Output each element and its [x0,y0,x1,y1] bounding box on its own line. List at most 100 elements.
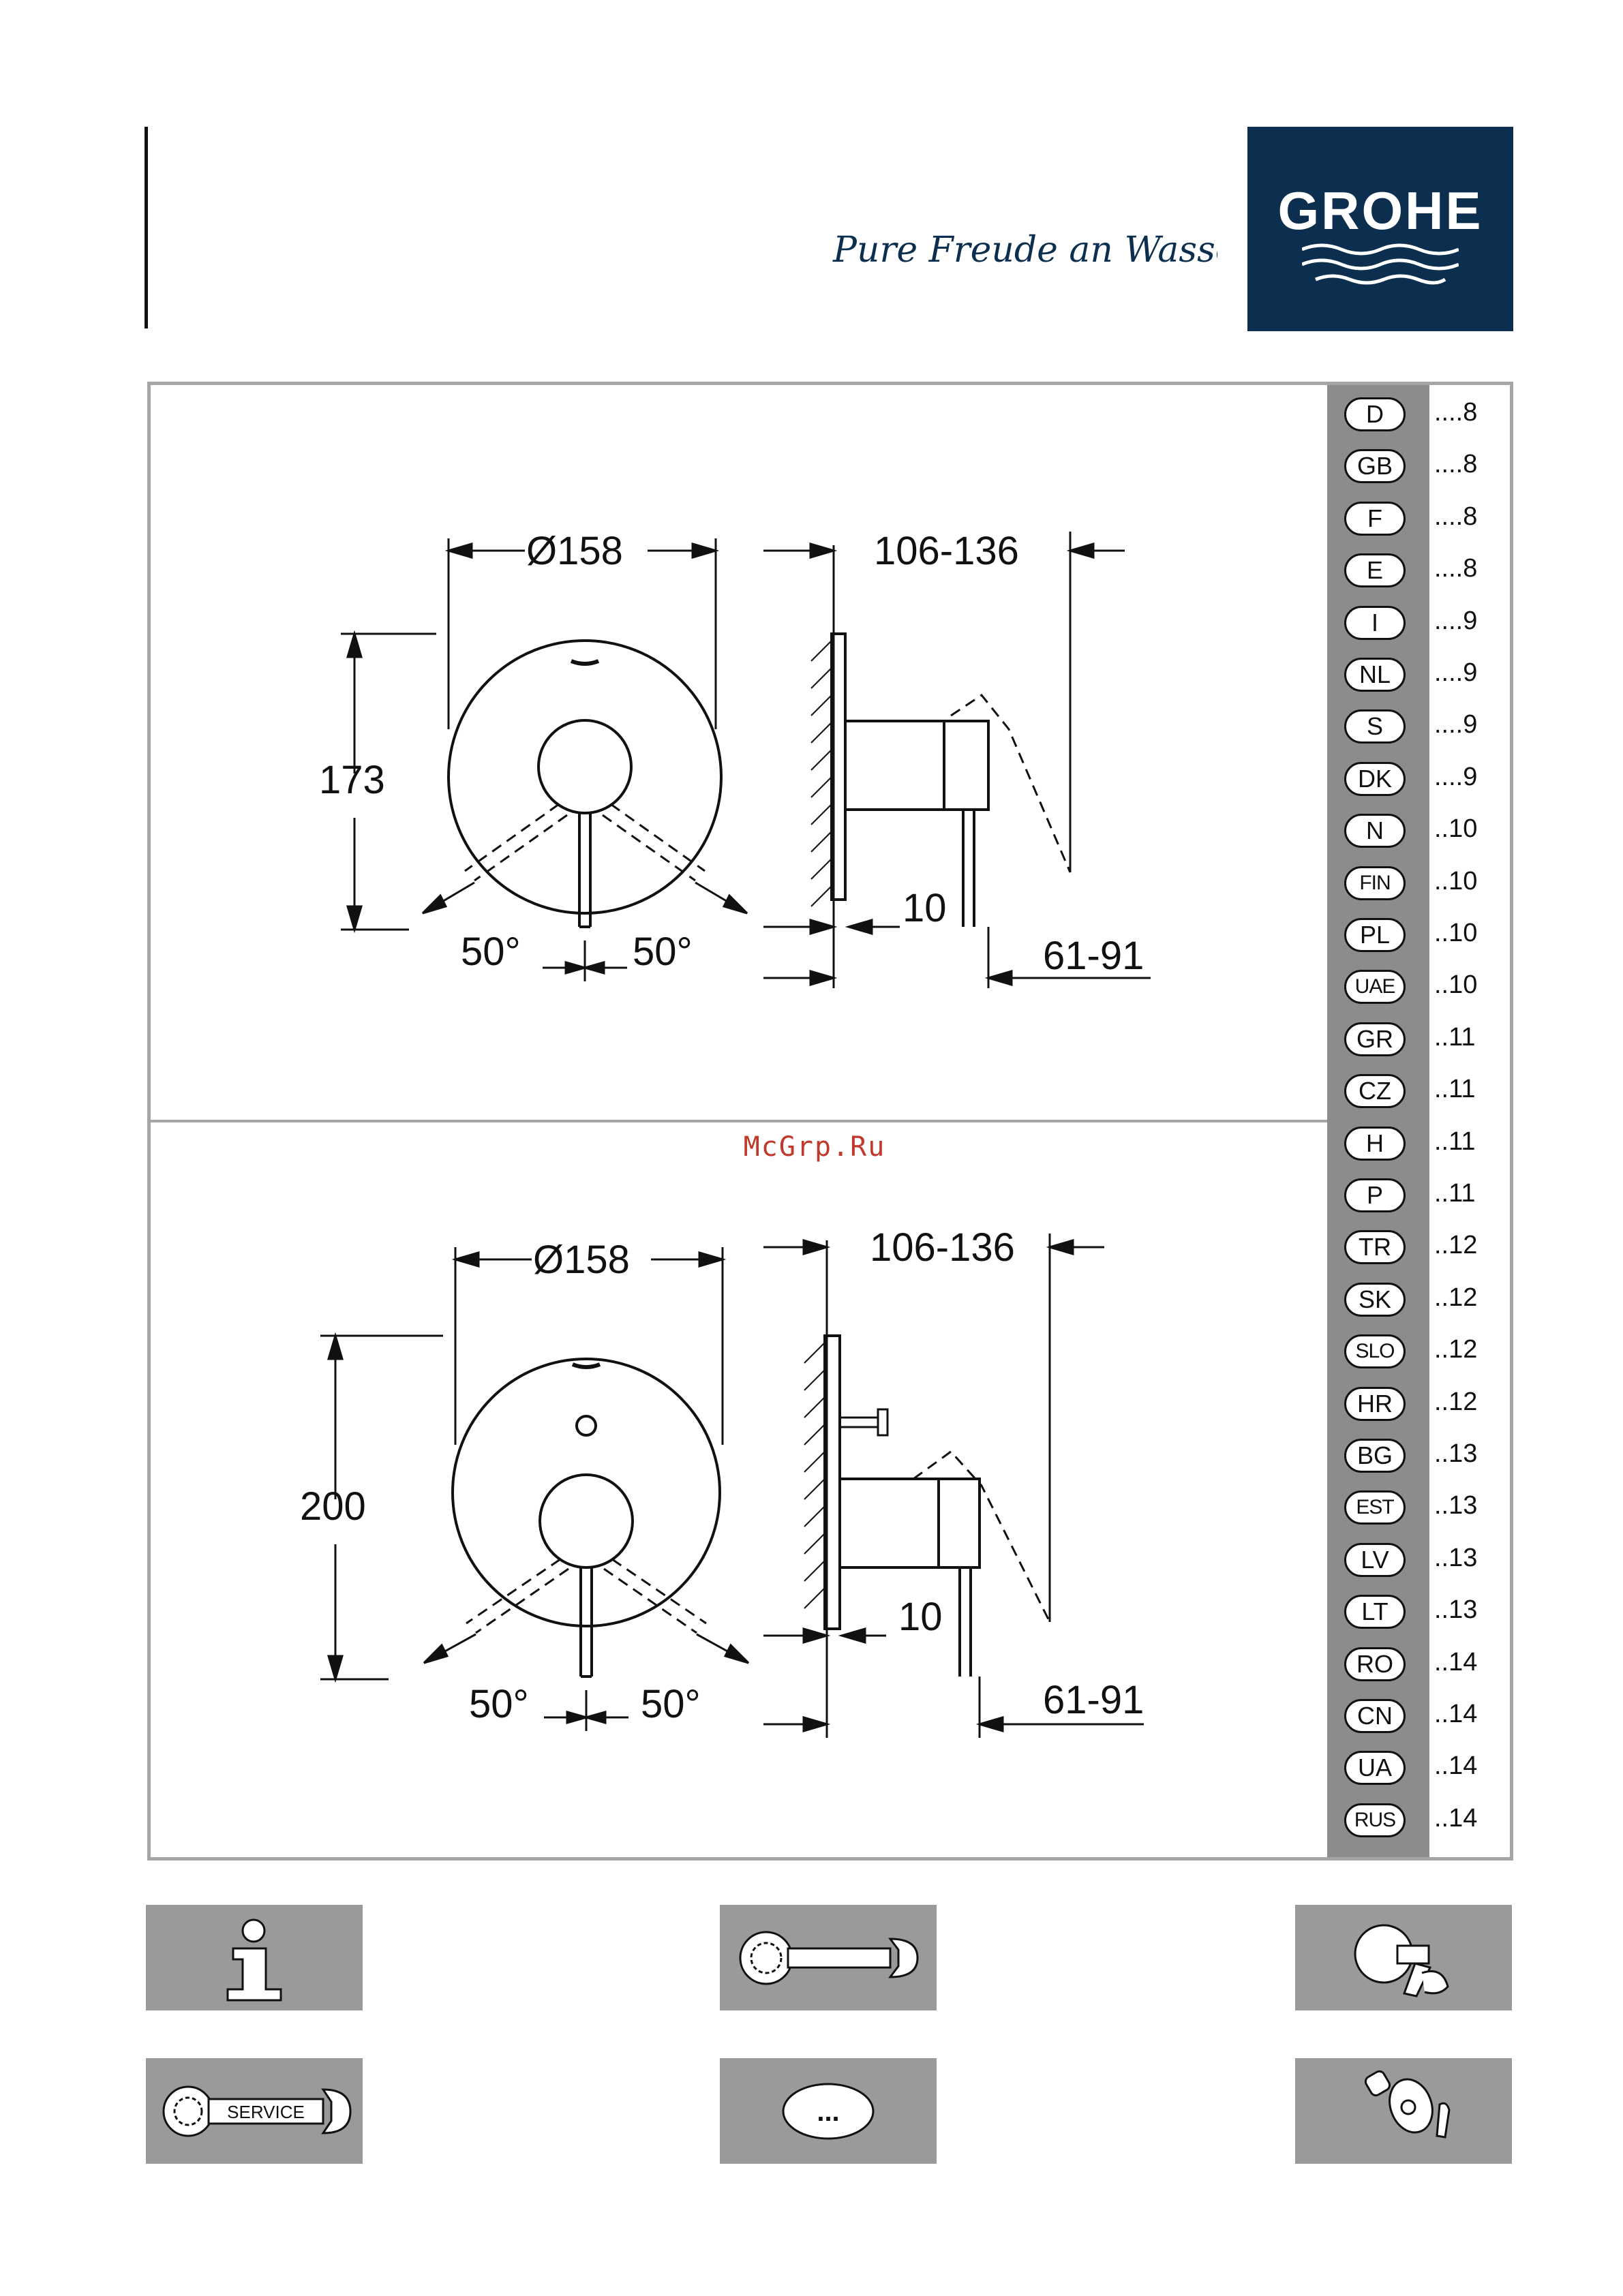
language-row[interactable]: LV ..13 [1344,1540,1508,1580]
svg-text:Pure Freude an Wasser: Pure Freude an Wasser [832,230,1217,271]
language-row[interactable]: H ..11 [1344,1123,1508,1164]
language-code: SK [1344,1282,1406,1317]
language-code: HR [1344,1386,1406,1421]
dim-projection: 61-91 [1043,1678,1144,1722]
language-code: LV [1344,1542,1406,1577]
language-code: LT [1344,1595,1406,1629]
language-page: ..10 [1434,919,1478,947]
language-page: ..12 [1434,1387,1478,1416]
language-code: D [1344,397,1406,431]
language-page: ..10 [1434,970,1478,1000]
language-page: ..13 [1434,1491,1478,1520]
language-page: ..12 [1434,1231,1478,1260]
language-code: FIN [1344,866,1406,900]
language-row[interactable]: GR..11 [1344,1019,1508,1060]
language-page: ....8 [1434,398,1478,427]
svg-text:...: ... [817,2097,839,2127]
language-row[interactable]: F....8 [1344,498,1508,539]
language-row[interactable]: UAE..10 [1344,966,1508,1007]
language-row[interactable]: CN..14 [1344,1696,1508,1736]
language-row[interactable]: UA..14 [1344,1747,1508,1788]
language-code: EST [1344,1490,1406,1525]
language-page: ....8 [1434,450,1478,479]
info-icon [226,1918,282,2002]
svg-text:SERVICE: SERVICE [227,2102,305,2122]
language-page: ..13 [1434,1543,1478,1572]
dim-depth: 106-136 [870,1225,1015,1270]
language-code: SLO [1344,1334,1406,1369]
language-row[interactable]: P ..11 [1344,1175,1508,1216]
service-wrench-icon: SERVICE [162,2085,352,2137]
language-code: N [1344,814,1406,848]
language-row[interactable]: N ..10 [1344,810,1508,851]
dim-depth: 106-136 [874,529,1019,573]
language-row[interactable]: TR..12 [1344,1227,1508,1268]
language-row[interactable]: LT ..13 [1344,1591,1508,1632]
language-row[interactable]: PL ..10 [1344,915,1508,955]
language-row[interactable]: BG..13 [1344,1435,1508,1476]
panel-divider [147,1120,1327,1122]
language-row[interactable]: I....9 [1344,602,1508,643]
language-code: H [1344,1126,1406,1161]
language-code: PL [1344,918,1406,952]
dim-height: 173 [319,758,385,802]
dim-angle-right: 50° [641,1682,701,1726]
more-tile[interactable]: ... [720,2058,937,2164]
language-page: ..10 [1434,866,1478,896]
info-tile[interactable] [146,1905,363,2010]
language-page: ....9 [1434,710,1478,739]
water-waves-icon [1302,243,1459,285]
language-row[interactable]: RUS ..14 [1344,1800,1508,1841]
language-row[interactable]: EST ..13 [1344,1487,1508,1528]
header-rule [145,127,148,328]
language-page: ..12 [1434,1283,1478,1312]
grohe-logo: GROHE [1247,127,1513,331]
dimension-drawing-top: Ø158 173 106-136 10 61-91 50° 50° [319,529,1151,988]
dim-angle-right: 50° [633,930,693,974]
dim-diameter: Ø158 [533,1238,630,1282]
language-code: RUS [1344,1803,1406,1837]
language-page: ..14 [1434,1803,1478,1833]
wrench-icon [739,1931,919,1985]
language-row[interactable]: SLO ..12 [1344,1331,1508,1372]
language-page: ..14 [1434,1647,1478,1677]
language-page: ....9 [1434,762,1478,791]
dim-height: 200 [300,1484,366,1529]
language-row[interactable]: D ....8 [1344,394,1508,435]
language-row[interactable]: GB....8 [1344,446,1508,487]
language-page: ..13 [1434,1439,1478,1468]
language-code: RO [1344,1647,1406,1681]
language-page: ..11 [1434,1179,1476,1208]
language-row[interactable]: HR ..12 [1344,1383,1508,1424]
language-row[interactable]: RO ..14 [1344,1644,1508,1685]
language-row[interactable]: E....8 [1344,550,1508,591]
language-code: P [1344,1178,1406,1212]
language-page: ....9 [1434,658,1478,687]
language-row[interactable]: SK ..12 [1344,1279,1508,1320]
dim-offset: 10 [898,1595,943,1639]
dim-angle-left: 50° [461,930,521,974]
language-page: ..12 [1434,1335,1478,1364]
brand-name: GROHE [1277,181,1483,241]
language-row[interactable]: NL....9 [1344,654,1508,695]
service-tile[interactable]: SERVICE [146,2058,363,2164]
language-page: ..11 [1434,1075,1476,1104]
language-code: S [1344,709,1406,744]
language-row[interactable]: CZ..11 [1344,1071,1508,1112]
spare-parts-icon [1364,2070,1451,2139]
language-page: ..11 [1434,1127,1476,1156]
language-code: DK [1344,761,1406,796]
operation-tile[interactable] [1295,1905,1512,2010]
language-row[interactable]: FIN ..10 [1344,863,1508,904]
more-icon: ... [782,2083,875,2140]
language-row[interactable]: DK ....9 [1344,759,1508,799]
language-page: ..13 [1434,1595,1478,1625]
language-code: GR [1344,1022,1406,1056]
dimension-drawing-bottom: Ø158 200 106-136 10 61-91 50° 50° [300,1225,1144,1738]
parts-tile[interactable] [1295,2058,1512,2164]
language-page: ....8 [1434,554,1478,583]
language-code: CN [1344,1699,1406,1733]
installation-tile[interactable] [720,1905,937,2010]
language-page: ..10 [1434,814,1478,844]
language-row[interactable]: S ....9 [1344,706,1508,747]
